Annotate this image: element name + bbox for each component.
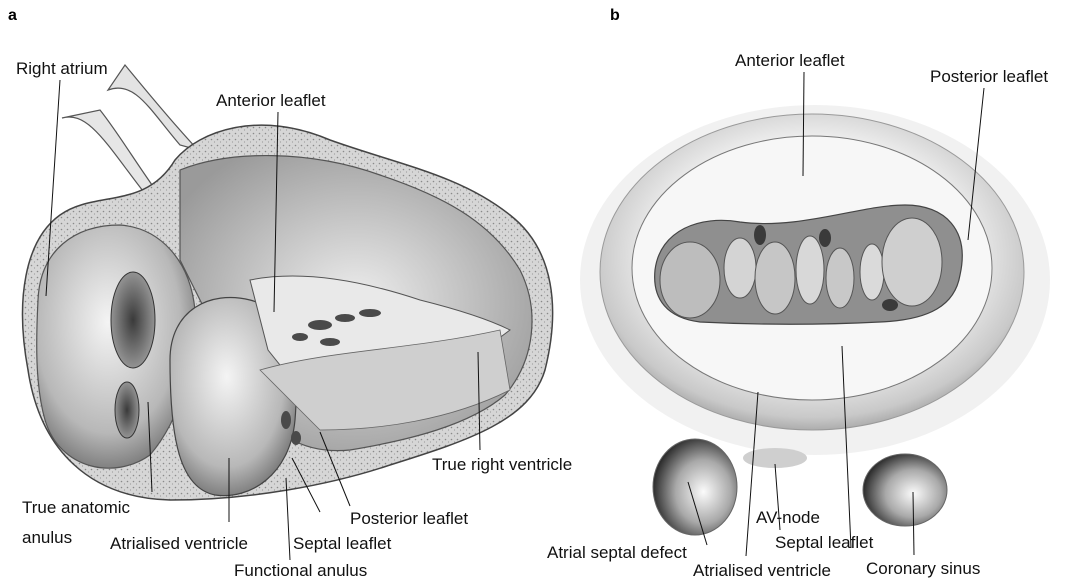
label-septal-leaflet-b: Septal leaflet [775,533,874,552]
label-atrialised-ventricle-b: Atrialised ventricle [693,561,831,580]
label-anterior-leaflet-a: Anterior leaflet [216,91,326,110]
label-true-anatomic-2: anulus [22,528,72,547]
label-right-atrium: Right atrium [16,59,108,78]
label-posterior-leaflet-a: Posterior leaflet [350,509,468,528]
label-posterior-leaflet-b: Posterior leaflet [930,67,1048,86]
panel-label-a: a [8,7,17,24]
valve-view-illustration [580,105,1050,535]
label-true-anatomic-1: True anatomic [22,498,131,517]
label-av-node: AV-node [756,508,820,527]
label-atrial-septal-defect: Atrial septal defect [547,543,687,562]
heart-section-illustration [23,65,553,500]
panel-label-b: b [610,7,620,24]
label-functional-anulus: Functional anulus [234,561,367,580]
label-anterior-leaflet-b: Anterior leaflet [735,51,845,70]
label-coronary-sinus: Coronary sinus [866,559,980,578]
label-true-right-ventricle: True right ventricle [432,455,572,474]
label-septal-leaflet-a: Septal leaflet [293,534,392,553]
label-atrialised-ventricle-a: Atrialised ventricle [110,534,248,553]
